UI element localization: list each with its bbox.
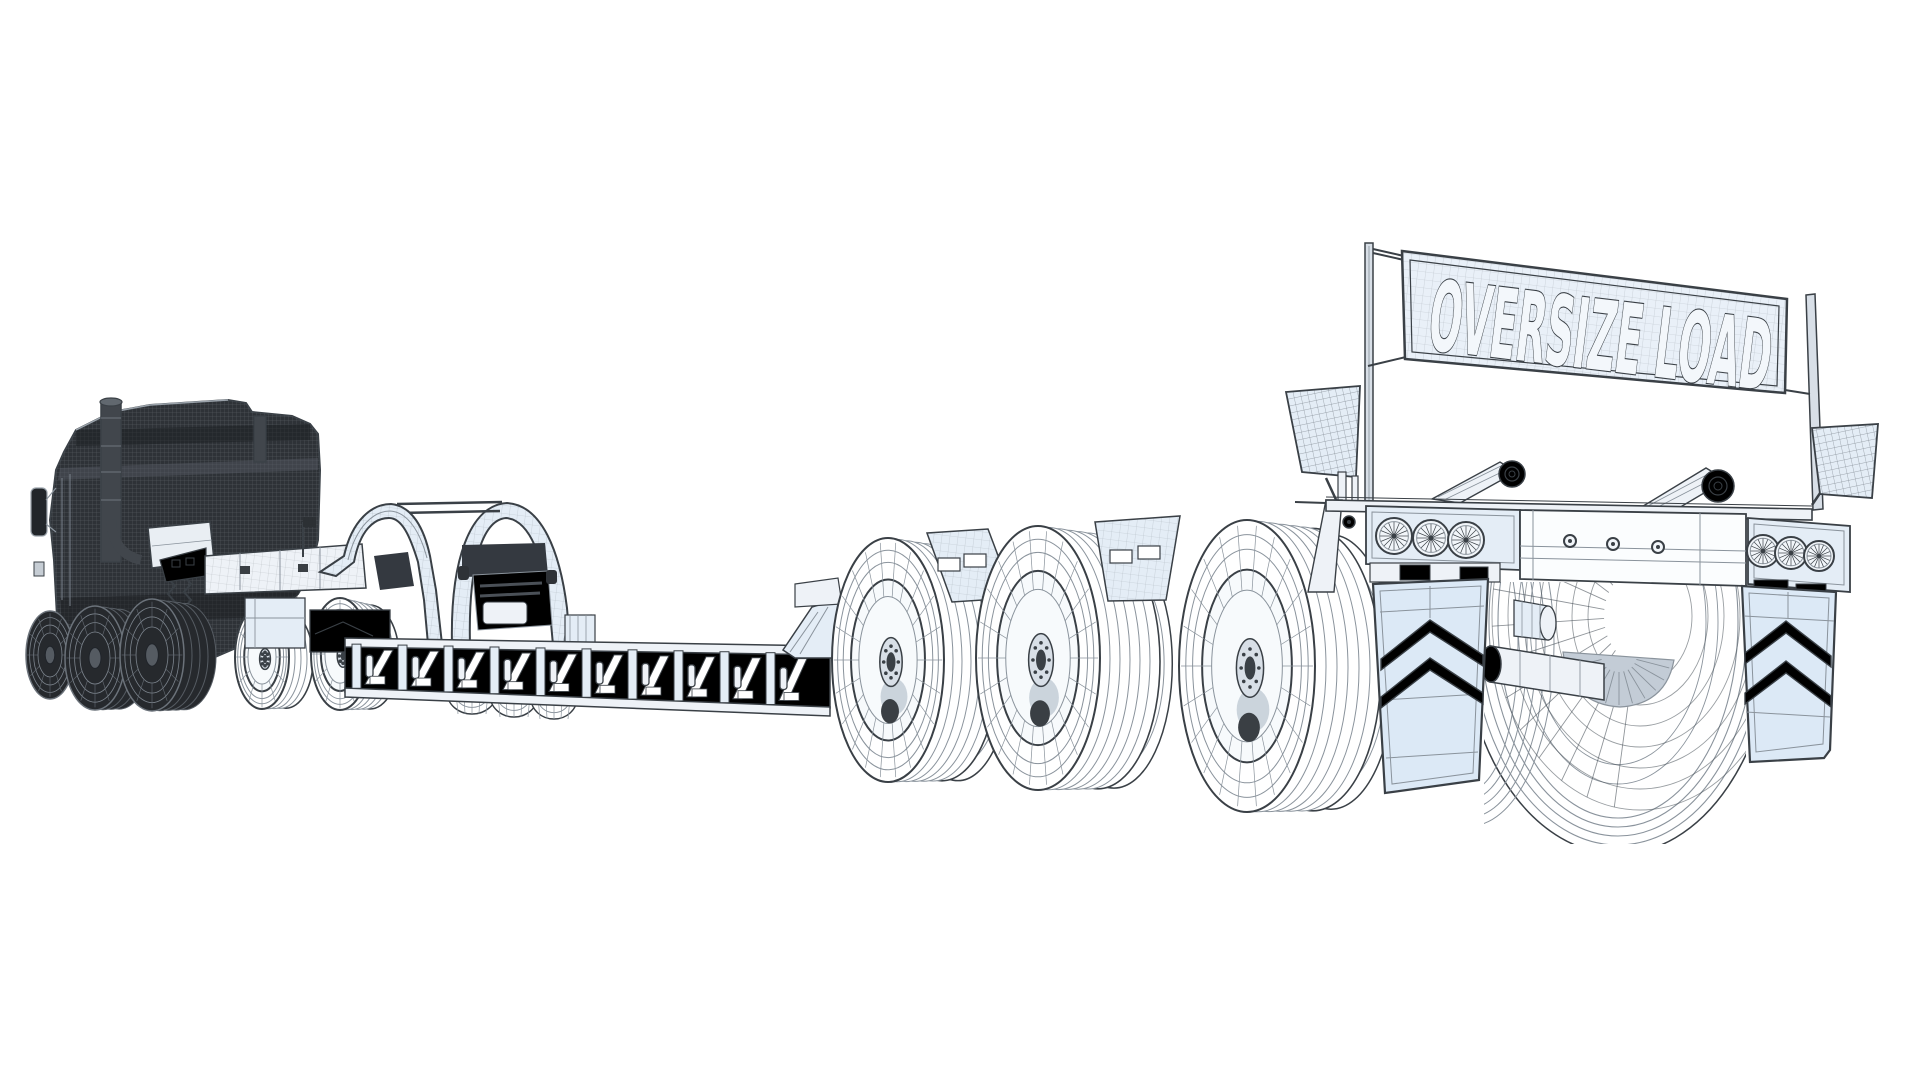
headlight (33, 561, 45, 577)
neck-slot (298, 564, 308, 572)
taillight (1774, 536, 1808, 570)
chevron-stripe (1744, 620, 1832, 669)
sign-lower-bracket (1367, 356, 1407, 367)
suspension-spring (182, 575, 193, 609)
tractor-wheel (119, 598, 217, 712)
rear-bogie-wheels (1484, 582, 1746, 844)
arch-foot-box (564, 614, 596, 644)
reflector (1606, 537, 1620, 551)
sign-inner-frame (1409, 259, 1780, 387)
taillight (1803, 540, 1835, 572)
cab-roof-band (76, 424, 310, 446)
neck-storage-box (244, 597, 306, 649)
chevron-stripe (1380, 657, 1484, 710)
oversize-load-text: OVERSIZE LOAD (1423, 260, 1778, 414)
arch-crossbars (396, 500, 503, 515)
arch-bolt-plate (458, 566, 469, 580)
rear-exhaust-stack (253, 415, 267, 463)
arch-bolt-plate (546, 570, 557, 584)
side-mirror (30, 487, 48, 537)
exhaust-elbow (106, 519, 143, 565)
ramp-horn (1429, 460, 1526, 504)
reflector (1651, 540, 1665, 554)
chevron-stripe (1744, 660, 1832, 709)
oversize-load-sign-assembly: OVERSIZE LOAD (1364, 242, 1824, 511)
cab-roof-highlight (75, 399, 229, 431)
neck-slot (240, 566, 250, 574)
right-mudflap (1740, 584, 1838, 764)
trailer-deck-truss (344, 594, 849, 720)
arch-throat (462, 543, 548, 577)
trailer-wheel (1178, 519, 1396, 813)
fender-bracket (1094, 515, 1181, 602)
tractor-wheels (25, 598, 217, 712)
coupler-plate (482, 601, 528, 625)
taillights (1375, 517, 1835, 572)
taillight (1447, 521, 1485, 559)
ramp-horn (1637, 467, 1735, 513)
deck-stub (1337, 471, 1347, 505)
sign-top-bracket (1372, 248, 1405, 261)
marker-flag (303, 517, 316, 527)
trailer-bogie-wheels (794, 515, 1396, 813)
taillight (1746, 534, 1780, 568)
taillight (1412, 519, 1450, 557)
trailer-neck-platform (159, 517, 391, 653)
fender-bracket (794, 577, 843, 608)
rear-assembly (1284, 385, 1879, 844)
front-arch-cavity (374, 552, 414, 590)
left-mudflap (1371, 577, 1490, 795)
chevron-stripe (1380, 619, 1484, 672)
truss-bottom-chord (344, 687, 831, 717)
reflector (1563, 534, 1577, 548)
taillight (1375, 517, 1413, 555)
